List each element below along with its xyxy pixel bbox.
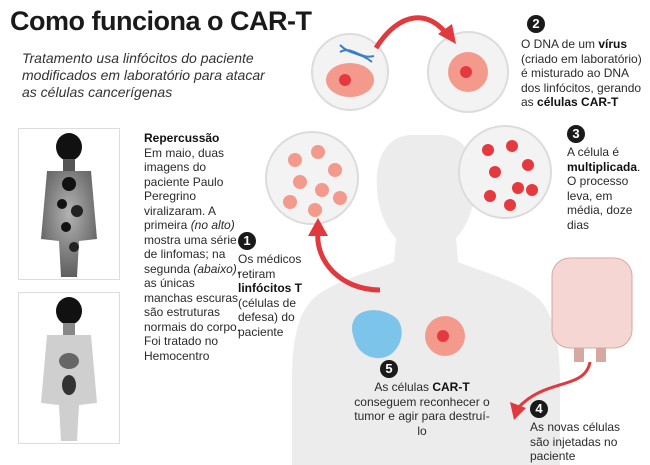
repercussao-p2-italic: (abaixo) — [193, 261, 237, 276]
repercussao-p1: Em maio, duas imagens do paciente Paulo … — [144, 145, 225, 233]
arrow-step4 — [516, 361, 592, 410]
step-2-bold2: células CAR-T — [537, 95, 619, 109]
step-5-pre: As células — [374, 380, 433, 394]
repercussao-heading: Repercussão — [144, 131, 220, 145]
arrow-step1-head — [308, 218, 328, 236]
iv-bag — [551, 257, 633, 362]
step-1-post: (células de defesa) do paciente — [238, 295, 297, 339]
step-5-post: conseguem reconhecer o tumor e agir para… — [354, 394, 490, 438]
step-1-bold: linfócitos T — [238, 281, 302, 295]
page-title: Como funciona o CAR-T — [10, 6, 312, 36]
step-2-mid: (criado em laboratório) é misturado ao D… — [521, 51, 642, 110]
repercussao-p2: mostra uma série de linfomas; na segunda — [144, 232, 237, 276]
step-3-post: . O processo leva, em média, doze dias — [567, 159, 641, 232]
step-5-number: 5 — [380, 360, 398, 378]
step-4-text: As novas células são injetadas no pacien… — [530, 420, 621, 463]
step-5-bold: CAR-T — [432, 380, 470, 394]
step-5-text: As células CAR-T conseguem reconhecer o … — [354, 380, 490, 438]
arrow-step2-head — [438, 24, 456, 44]
pet-scan-before — [18, 128, 120, 280]
arrow-step1 — [315, 231, 381, 293]
patient-silhouette — [292, 135, 560, 465]
page-subtitle: Tratamento usa linfócitos do paciente mo… — [22, 50, 265, 100]
repercussao-p3: , as únicas manchas escuras são estrutur… — [144, 261, 241, 363]
car-t-cell-circle — [427, 31, 509, 113]
step-2-number: 2 — [527, 15, 545, 33]
step-1-pre: Os médicos retiram — [238, 252, 302, 281]
repercussao-text: Repercussão Em maio, duas imagens do pac… — [144, 131, 244, 363]
cell-dna-circle — [311, 33, 389, 111]
step-4-number: 4 — [530, 400, 548, 418]
repercussao-p1-italic: (no alto) — [190, 218, 235, 232]
step-2-pre: O DNA de um — [521, 37, 599, 51]
multiplied-cells-circle — [458, 125, 552, 219]
step-3-text: A célula é multiplicada. O processo leva… — [567, 145, 641, 232]
tumor-attack — [352, 310, 465, 359]
step-1-text: Os médicos retiram linfócitos T (células… — [238, 252, 330, 339]
arrow-step2 — [373, 15, 451, 50]
step-2-bold: vírus — [598, 37, 628, 51]
lymphocytes-circle — [265, 131, 359, 225]
step-3-number: 3 — [567, 125, 585, 143]
step-3-pre: A célula é — [567, 145, 620, 159]
pet-scan-after — [18, 292, 120, 444]
step-3-bold: multiplicada — [567, 159, 638, 174]
step-1-number: 1 — [238, 232, 256, 250]
step-2-text: O DNA de um vírus (criado em laboratório… — [521, 37, 645, 110]
arrow-step4-head — [510, 402, 526, 420]
